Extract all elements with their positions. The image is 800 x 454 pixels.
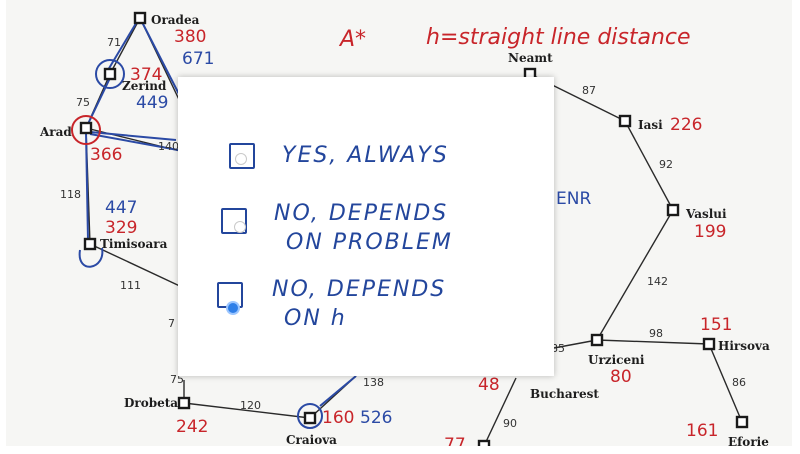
city-vaslui: Vaslui	[685, 207, 727, 221]
note-timisoara-h: 329	[105, 218, 137, 238]
note-iasi-h: 226	[670, 115, 702, 135]
note-oradea-f: 671	[182, 49, 214, 69]
city-bucharest: Bucharest	[530, 387, 599, 401]
checkbox-1[interactable]	[229, 143, 255, 169]
blue-pen-strokes	[78, 19, 357, 429]
city-neamt: Neamt	[508, 51, 553, 65]
city-urziceni: Urziceni	[588, 353, 645, 367]
note-arad-h: 366	[90, 145, 122, 165]
note-timisoara-f: 447	[105, 198, 137, 218]
dist-hirsova-eforie: 86	[732, 376, 746, 389]
poll-card: YES, ALWAYS NO, DEPENDS ON PROBLEM NO, D…	[178, 77, 554, 376]
dist-mehadia-drobeta: 75	[170, 373, 184, 386]
dist-arad-timisoara: 118	[60, 188, 81, 201]
option-2-line-2: ON PROBLEM	[286, 230, 453, 255]
note-bucharest-partial: 48	[478, 375, 500, 395]
radio-1[interactable]	[235, 153, 247, 165]
note-craiova-h: 160	[322, 408, 354, 428]
dist-drobeta-craiova: 120	[240, 399, 261, 412]
note-craiova-f: 526	[360, 408, 392, 428]
city-oradea: Oradea	[151, 13, 200, 27]
city-arad: Arad	[39, 125, 72, 139]
dist-neamt-iasi: 87	[582, 84, 596, 97]
dist-arad-sibiu: 140	[158, 140, 179, 153]
radio-3-selected[interactable]	[226, 301, 240, 315]
radio-2[interactable]	[234, 221, 246, 233]
dist-iasi-vaslui: 92	[659, 158, 673, 171]
romania-map: Oradea Zerind Arad Timisoara Neamt Iasi …	[39, 11, 770, 446]
city-eforie: Eforie	[728, 435, 769, 446]
city-iasi: Iasi	[638, 118, 663, 132]
dist-bucharest-urziceni: 85	[551, 342, 565, 355]
note-zerind-f: 449	[136, 93, 168, 113]
option-2-line-1: NO, DEPENDS	[274, 201, 449, 226]
dist-vaslui-urziceni: 142	[647, 275, 668, 288]
red-pen-strokes	[71, 115, 101, 145]
option-3-line-1: NO, DEPENDS	[272, 277, 447, 302]
option-3-line-2: ON h	[284, 306, 347, 331]
note-urziceni-h: 80	[610, 367, 632, 387]
title-astar: A*	[338, 27, 366, 52]
note-hirsova-h: 151	[700, 315, 732, 335]
city-hirsova: Hirsova	[718, 339, 770, 353]
dist-craiova-pitesti: 138	[363, 376, 384, 389]
note-vaslui-h: 199	[694, 222, 726, 242]
dist-timisoara-lugoj: 111	[120, 279, 141, 292]
checkbox-2[interactable]	[221, 208, 247, 234]
dist-oradea-zerind: 71	[107, 36, 121, 49]
whiteboard: Oradea Zerind Arad Timisoara Neamt Iasi …	[6, 0, 792, 446]
note-zerind-h: 374	[130, 65, 162, 85]
note-drobeta-h: 242	[176, 417, 208, 437]
note-oradea-h: 380	[174, 27, 206, 47]
option-1-line-1: YES, ALWAYS	[282, 143, 449, 168]
city-timisoara: Timisoara	[100, 237, 168, 251]
note-end: ENR	[556, 189, 591, 209]
city-drobeta: Drobeta	[124, 396, 178, 410]
dist-urziceni-hirsova: 98	[649, 327, 663, 340]
city-craiova: Craiova	[286, 433, 337, 446]
dist-bucharest-giurgiu: 90	[503, 417, 517, 430]
title-heuristic: h=straight line distance	[426, 25, 691, 50]
note-giurgiu-h: 77	[444, 435, 466, 446]
dist-zerind-arad: 75	[76, 96, 90, 109]
city-markers	[79, 11, 749, 446]
city-zerind: Zerind	[122, 79, 167, 93]
note-eforie-h: 161	[686, 421, 718, 441]
dist-partial: 7	[168, 317, 175, 330]
